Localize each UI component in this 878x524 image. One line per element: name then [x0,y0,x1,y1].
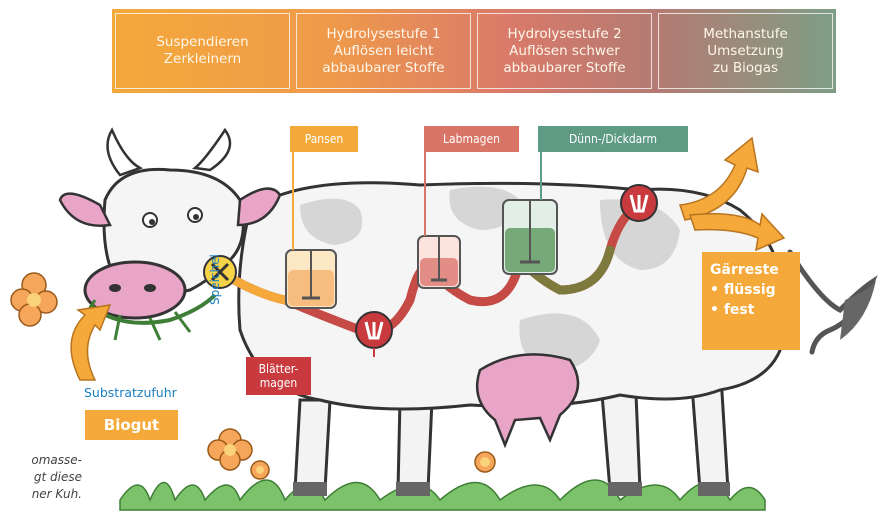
biogut-box: Biogut [85,410,178,440]
darm-tank [503,200,557,274]
gaerreste-box: Gärreste • flüssig • fest [702,252,800,350]
flower-grass-2 [251,461,269,479]
substratzufuhr-label: Substratzufuhr [84,385,177,400]
speichel-label: Speichel [208,254,222,305]
pansen-tank [286,250,336,308]
outlet-pump [621,185,657,221]
grass [120,480,765,510]
labmagen-tank [418,236,460,288]
blaettermagen-pump [356,312,392,348]
substrat-arrow [71,305,110,380]
gaerreste-title: Gärreste [710,260,800,280]
cow-udder [477,354,578,445]
biogas-arrow [680,138,758,220]
tag-pansen: Pansen [290,126,358,152]
flower-left [11,273,57,326]
gaerreste-item: • fest [710,300,800,320]
gaerreste-item: • flüssig [710,280,800,300]
caption-fragment: omasse- gt diese ner Kuh. [0,452,82,503]
flower-grass-1 [208,429,252,470]
tag-labmagen: Labmagen [424,126,519,152]
tag-darm: Dünn-/Dickdarm [538,126,688,152]
tag-blaettermagen: Blätter- magen [246,357,311,395]
flower-grass-3 [475,452,495,472]
